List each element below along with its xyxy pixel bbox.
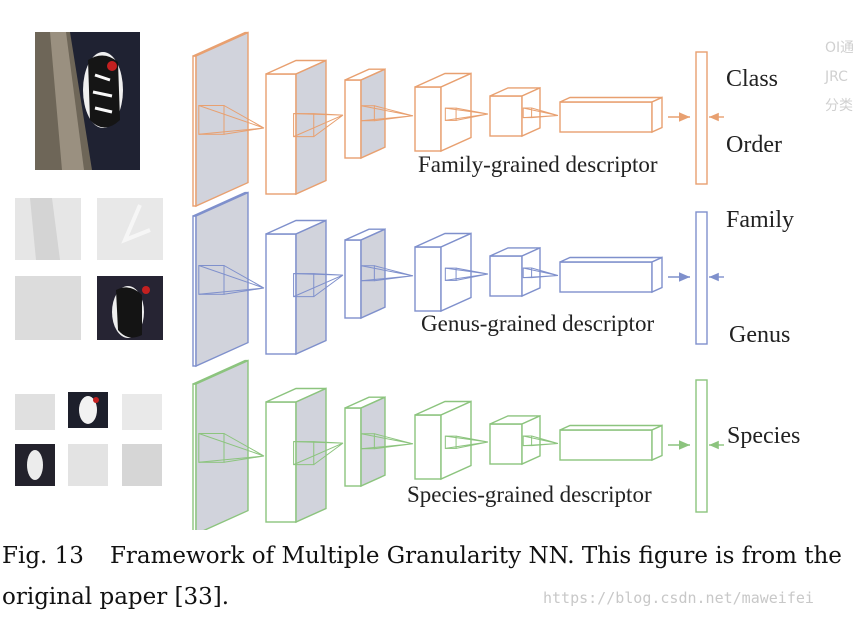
- kernel-projection: [360, 105, 414, 122]
- conv-block-1: [192, 31, 249, 208]
- kernel-projection: [198, 433, 265, 463]
- conv-block-3: [344, 228, 386, 320]
- kernel-projection: [293, 113, 344, 138]
- kernel-projection: [360, 433, 414, 450]
- caption-text: Framework of Multiple Granularity NN. Th…: [2, 543, 842, 610]
- watermark-side-2: JRC: [824, 69, 848, 85]
- pipeline-row-3: [192, 359, 724, 530]
- label-order: Order: [726, 132, 782, 158]
- output-vector: [695, 211, 708, 345]
- watermark-url: https://blog.csdn.net/maweifei: [543, 589, 814, 607]
- input-parts-3x2: [15, 392, 162, 486]
- kernel-projection: [522, 107, 559, 119]
- kernel-projection: [522, 267, 559, 279]
- conv-block-6: [559, 96, 663, 134]
- figure-number: Fig. 13: [2, 543, 84, 569]
- label-family: Family: [726, 207, 794, 233]
- label-species: Species: [727, 423, 800, 449]
- kernel-projection: [293, 273, 344, 298]
- figure-diagram: Family-grained descriptor Genus-grained …: [15, 31, 853, 530]
- kernel-projection: [360, 265, 414, 282]
- label-genus: Genus: [729, 322, 790, 348]
- conv-block-1: [192, 359, 249, 530]
- conv-block-1: [192, 191, 249, 368]
- kernel-projection: [522, 435, 559, 447]
- kernel-projection: [444, 435, 489, 449]
- conv-block-4: [414, 400, 472, 481]
- output-vector: [695, 379, 708, 513]
- watermark-side-1: OI通: [825, 40, 853, 56]
- label-class: Class: [726, 66, 778, 92]
- conv-block-3: [344, 68, 386, 160]
- conv-block-2: [265, 59, 327, 196]
- kernel-projection: [198, 105, 265, 135]
- row-1-descriptor: Family-grained descriptor: [418, 152, 658, 177]
- pipeline-row-2: [192, 191, 724, 368]
- row-2-descriptor: Genus-grained descriptor: [421, 311, 654, 336]
- conv-block-2: [265, 387, 327, 524]
- conv-block-5: [489, 86, 541, 138]
- output-vector: [695, 51, 708, 185]
- row-3-descriptor: Species-grained descriptor: [407, 482, 652, 507]
- watermark-side-3: 分类: [825, 98, 853, 114]
- kernel-projection: [198, 265, 265, 295]
- conv-block-6: [559, 256, 663, 294]
- conv-block-5: [489, 246, 541, 298]
- kernel-projection: [293, 441, 344, 466]
- conv-block-5: [489, 414, 541, 466]
- kernel-projection: [444, 267, 489, 281]
- conv-block-4: [414, 232, 472, 313]
- input-full-bird-icon: [35, 32, 140, 170]
- kernel-projection: [444, 107, 489, 121]
- conv-block-2: [265, 219, 327, 356]
- conv-block-4: [414, 72, 472, 153]
- conv-block-6: [559, 424, 663, 462]
- conv-block-3: [344, 396, 386, 488]
- pipeline-row-1: [192, 31, 724, 208]
- input-parts-2x2: [15, 198, 163, 340]
